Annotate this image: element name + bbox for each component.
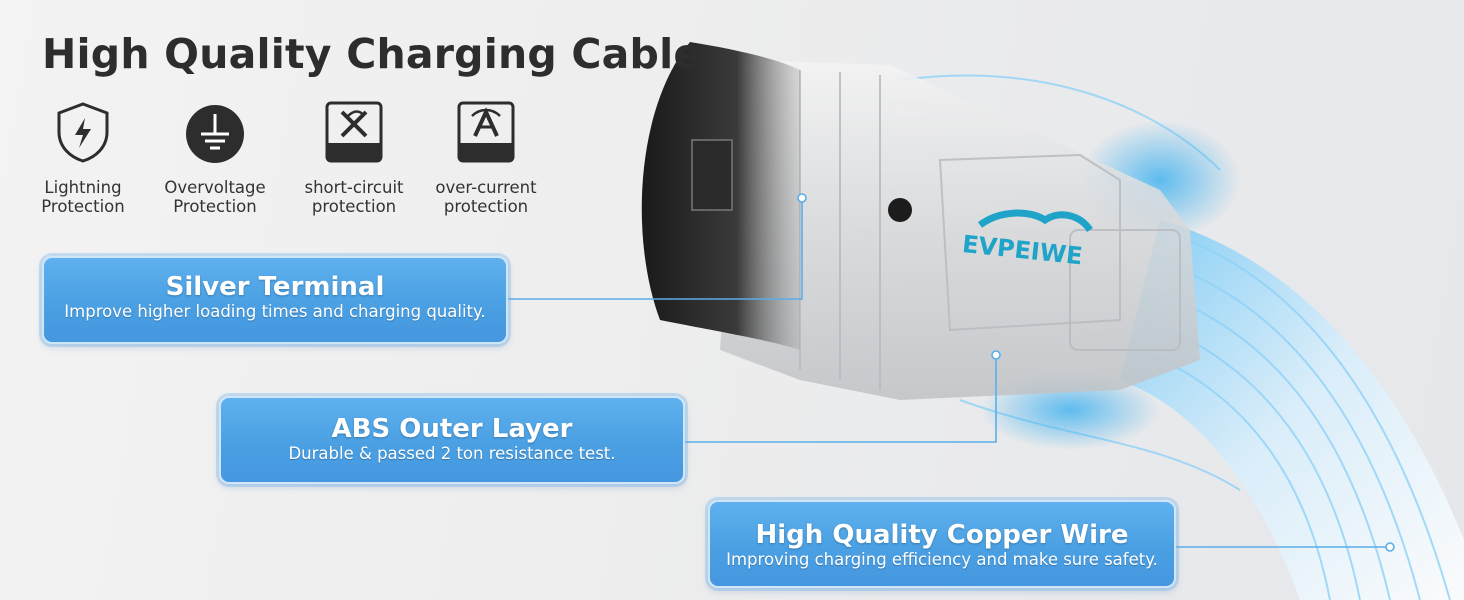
feature-label-line2: protection: [311, 197, 397, 216]
charging-connector-image: EVPEIWE: [641, 42, 1464, 600]
callout-abs-outer-layer: ABS Outer Layer Durable & passed 2 ton r…: [219, 396, 685, 484]
callout-subtext: Improving charging efficiency and make s…: [726, 550, 1158, 569]
callout-heading: ABS Outer Layer: [331, 414, 573, 444]
page-title: High Quality Charging Cable: [42, 30, 702, 78]
feature-label-line1: short-circuit: [304, 178, 404, 197]
ground-symbol-icon: [186, 105, 244, 163]
callout-copper-wire: High Quality Copper Wire Improving charg…: [708, 500, 1176, 588]
feature-label-line1: Overvoltage: [164, 178, 266, 197]
feature-label-line2: Protection: [173, 197, 257, 216]
callout-heading: High Quality Copper Wire: [755, 520, 1129, 550]
feature-label-line2: Protection: [41, 197, 125, 216]
feature-label-line2: protection: [443, 197, 529, 216]
feature-label-line1: Lightning: [44, 178, 122, 197]
lightning-shield-icon: [57, 102, 109, 163]
callout-heading: Silver Terminal: [165, 272, 385, 302]
over-current-icon: [457, 101, 515, 163]
callout-silver-terminal: Silver Terminal Improve higher loading t…: [42, 256, 508, 344]
short-circuit-icon: [325, 101, 383, 163]
callout-subtext: Improve higher loading times and chargin…: [64, 302, 486, 321]
feature-label-line1: over-current: [435, 178, 537, 197]
callout-subtext: Durable & passed 2 ton resistance test.: [288, 444, 616, 463]
